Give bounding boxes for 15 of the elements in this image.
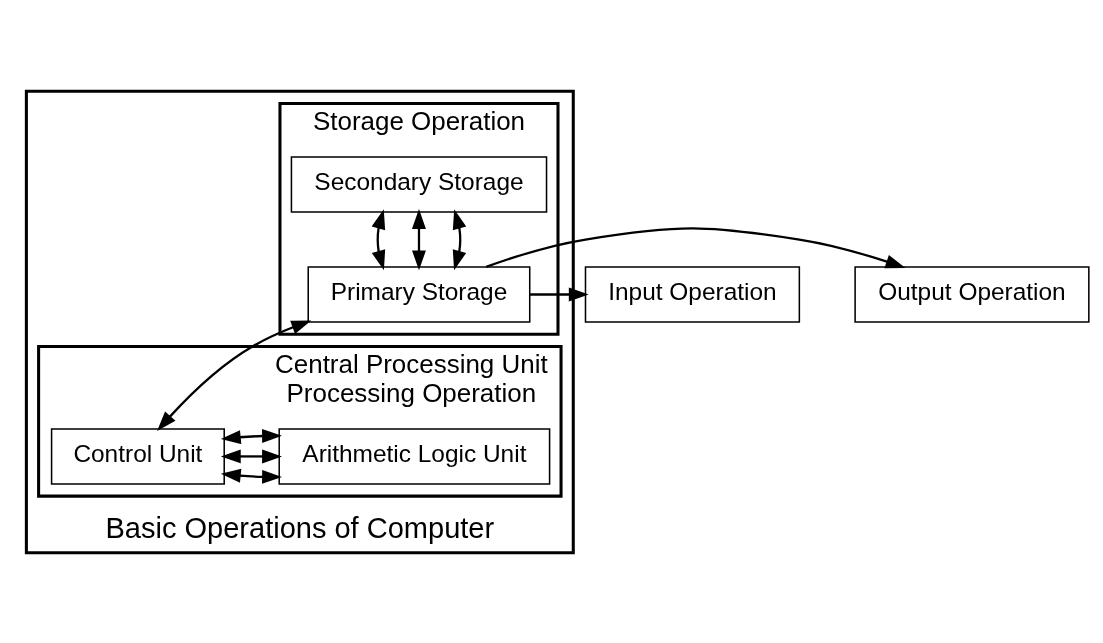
arrow [485, 226, 906, 268]
node-box: Secondary Storage [290, 155, 548, 213]
arrow [220, 428, 282, 444]
arrow [371, 208, 386, 270]
arrow [220, 448, 282, 463]
node-box: Control Unit [50, 427, 225, 485]
arrow [220, 468, 282, 484]
arrow [412, 208, 426, 270]
node-box: Arithmetic Logic Unit [278, 427, 551, 485]
node-box: Output Operation [854, 265, 1090, 323]
arrow [157, 320, 312, 431]
arrow [530, 287, 589, 301]
node-box: Input Operation [584, 265, 801, 323]
node-box: Primary Storage [307, 265, 531, 323]
arrow [452, 208, 467, 270]
